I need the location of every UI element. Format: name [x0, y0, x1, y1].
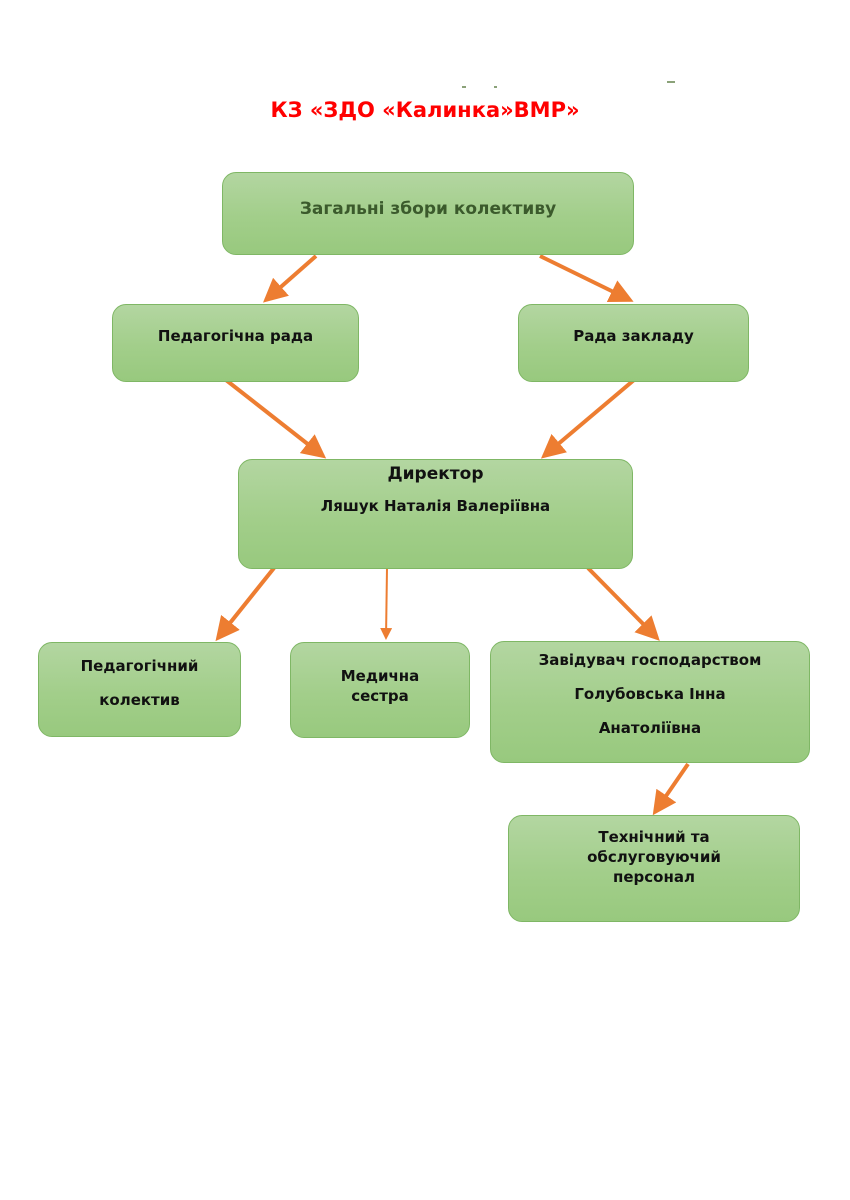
scan-artifact [462, 86, 466, 88]
node-label: Загальні збори колективу [299, 199, 557, 219]
node-nurse: Медична сестра [290, 642, 470, 738]
node-label: Рада закладу [573, 327, 694, 345]
node-title: Завідувач господарством [538, 651, 762, 669]
node-technical-staff: Технічний та обслуговуючий персонал [508, 815, 800, 922]
arrow-director-to-nurse [380, 567, 393, 640]
node-title: Директор [387, 464, 484, 484]
arrow-pedagogical-council-to-director [224, 378, 327, 459]
arrow-institution-council-to-director [540, 378, 636, 459]
node-director: Директор Ляшук Наталія Валеріївна [238, 459, 633, 569]
page-title: КЗ «ЗДО «Калинка»ВМР» [270, 98, 580, 122]
arrow-director-to-pedagogical-staff [215, 566, 276, 642]
node-label: Педагогічний [80, 657, 199, 675]
node-institution-council: Рада закладу [518, 304, 749, 382]
node-label: Технічний та [598, 828, 710, 846]
scan-artifact [494, 86, 497, 88]
node-person-name: Анатоліївна [598, 719, 702, 737]
node-pedagogical-council: Педагогічна рада [112, 304, 359, 382]
arrow-general-to-institution-council [539, 254, 634, 302]
node-label: Медична [340, 667, 420, 685]
arrow-housekeeper-to-technical-staff [652, 762, 690, 816]
node-general-meeting: Загальні збори колективу [222, 172, 634, 255]
node-label: колектив [99, 691, 180, 709]
node-person-name: Ляшук Наталія Валеріївна [320, 497, 551, 516]
node-label: обслуговуючий [587, 848, 721, 866]
scan-artifact [667, 81, 675, 83]
node-person-name: Голубовська Інна [574, 685, 726, 703]
node-label: сестра [351, 687, 409, 705]
node-label: Педагогічна рада [157, 327, 314, 345]
node-housekeeper: Завідувач господарством Голубовська Інна… [490, 641, 810, 763]
arrow-general-to-pedagogical-council [262, 254, 318, 303]
node-label: персонал [613, 868, 695, 886]
node-pedagogical-staff: Педагогічний колектив [38, 642, 241, 737]
arrow-director-to-housekeeper [586, 566, 660, 641]
